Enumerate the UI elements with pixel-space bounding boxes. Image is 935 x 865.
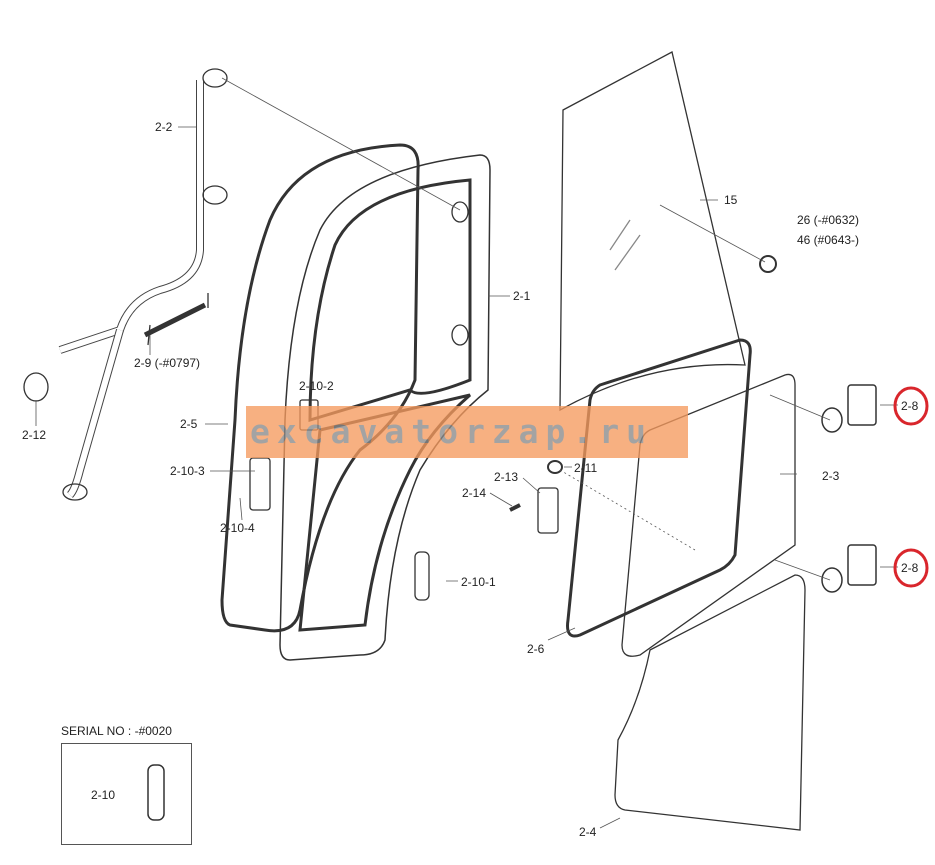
- label-2-10: 2-10: [91, 788, 116, 802]
- handrail-2-2: [23, 68, 228, 501]
- label-2-11: 2-11: [574, 461, 598, 475]
- label-2-13: 2-13: [494, 470, 519, 484]
- label-2-6: 2-6: [527, 642, 545, 656]
- highlight-circle: [893, 386, 929, 426]
- label-2-10-3: 2-10-3: [170, 464, 205, 478]
- label-2-9: 2-9 (-#0797): [134, 356, 201, 370]
- seal-2-6: [566, 338, 752, 638]
- label-2-1: 2-1: [513, 289, 531, 303]
- label-46: 46 (#0643-): [797, 233, 860, 247]
- label-2-2: 2-2: [155, 120, 173, 134]
- glass-15: [559, 51, 746, 412]
- label-15: 15: [724, 193, 738, 207]
- label-2-3: 2-3: [822, 469, 840, 483]
- inset-box: 2-10: [61, 743, 192, 845]
- label-2-8-lower: 2-8: [901, 561, 919, 575]
- hinges-2-8: [821, 384, 877, 593]
- glass-2-4: [614, 574, 806, 831]
- label-2-10-4: 2-10-4: [220, 521, 255, 535]
- label-2-10-1: 2-10-1: [461, 575, 496, 589]
- fastener-26: [759, 255, 777, 273]
- label-26: 26 (-#0632): [797, 213, 860, 227]
- watermark-text: excavatorzap.ru: [250, 412, 654, 451]
- watermark: excavatorzap.ru: [246, 406, 688, 458]
- label-2-4: 2-4: [579, 825, 597, 839]
- label-2-12: 2-12: [22, 428, 47, 442]
- label-2-10-2: 2-10-2: [299, 379, 334, 393]
- serial-note: SERIAL NO : -#0020: [61, 724, 172, 738]
- label-2-5: 2-5: [180, 417, 198, 431]
- seal-2-5: [220, 143, 420, 633]
- label-2-8-upper: 2-8: [901, 399, 919, 413]
- label-2-14: 2-14: [462, 486, 487, 500]
- highlight-circle: [893, 548, 929, 588]
